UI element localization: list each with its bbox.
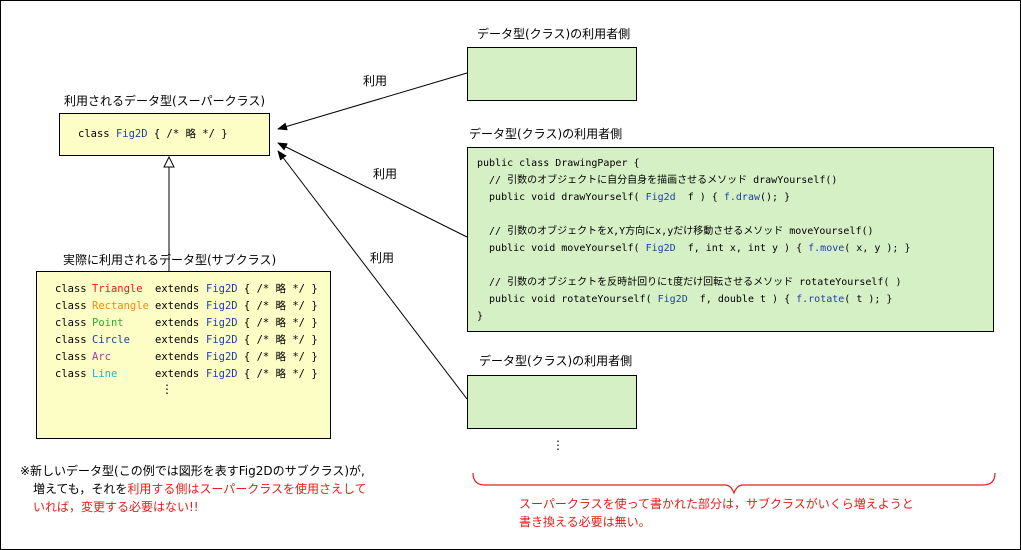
code-line: public void moveYourself( Fig2D f, int x…	[477, 243, 911, 254]
subclass-name: Triangle	[92, 283, 143, 295]
subclass-extends: extends	[155, 300, 200, 312]
brace-caption-line-1: スーパークラスを使って書かれた部分は，サブクラスがいくら増えようと	[519, 497, 914, 511]
subclass-name: Circle	[92, 334, 130, 346]
subclass-keyword: class	[55, 334, 87, 346]
code-highlight: Fig2d	[645, 192, 676, 203]
inheritance-arrowhead	[163, 155, 175, 168]
consumer-bottom-box	[467, 375, 637, 429]
subclass-parent: Fig2D	[206, 317, 238, 329]
superclass-code: class Fig2D { /* 略 */ }	[78, 126, 228, 143]
code-line: // 引数のオブジェクトに自分自身を描画させるメソッド drawYourself…	[477, 175, 838, 186]
subclass-name: Point	[92, 317, 124, 329]
subclass-parent: Fig2D	[206, 351, 238, 363]
subclass-parent: Fig2D	[206, 300, 238, 312]
subclass-body: { /* 略 */ }	[237, 334, 318, 346]
brace	[472, 472, 996, 495]
note-line-1: ※新しいデータ型(この例では図形を表すFig2Dのサブクラス)が,	[20, 464, 365, 478]
code-highlight: Fig2D	[657, 294, 688, 305]
consumer-top-title: データ型(クラス)の利用者側	[477, 27, 631, 41]
note-line-2: 増えても，それを利用する側はスーパークラスを使用さえして	[33, 482, 367, 496]
subclass-parent: Fig2D	[206, 368, 238, 380]
drawing-paper-box: public class DrawingPaper { // 引数のオブジェクト…	[467, 147, 994, 332]
subclass-keyword: class	[55, 368, 87, 380]
subclass-body: { /* 略 */ }	[237, 368, 318, 380]
use-arrow-top	[277, 72, 468, 131]
consumer-bottom-title: データ型(クラス)の利用者側	[479, 354, 633, 368]
note-line-2-black: 増えても，それを	[33, 482, 128, 496]
use-label-bottom: 利用	[370, 251, 395, 265]
note-line-3: いれば，変更する必要はない!!	[33, 500, 199, 514]
code-line: public void rotateYourself( Fig2D f, dou…	[477, 294, 893, 305]
code-line: public class DrawingPaper {	[477, 158, 640, 169]
code-highlight: Fig2D	[645, 243, 676, 254]
subclass-extends: extends	[155, 317, 200, 329]
code-line: // 引数のオブジェクトをX,Y方向にx,yだけ移動させるメソッド moveYo…	[477, 226, 874, 237]
subclass-name: Rectangle	[92, 300, 149, 312]
subclass-body: { /* 略 */ }	[237, 351, 318, 363]
subclasses-ellipsis: ⋮	[161, 382, 173, 396]
subclass-row: class Line extends Fig2D { /* 略 */ }	[55, 366, 318, 383]
subclass-name: Arc	[92, 351, 111, 363]
code-line	[477, 257, 911, 274]
superclass-keyword: class	[78, 128, 110, 140]
subclass-keyword: class	[55, 351, 87, 363]
code-line	[477, 206, 911, 223]
superclass-box: class Fig2D { /* 略 */ }	[59, 113, 270, 156]
subclass-extends: extends	[155, 334, 200, 346]
subclass-extends: extends	[155, 351, 200, 363]
subclass-body: { /* 略 */ }	[237, 283, 318, 295]
superclass-name: Fig2D	[115, 128, 148, 140]
note-line-2-red: 利用する側はスーパークラスを使用さえして	[127, 482, 367, 496]
code-line: public void drawYourself( Fig2d f ) { f.…	[477, 192, 791, 203]
subclasses-title: 実際に利用されるデータ型(サブクラス)	[63, 253, 277, 267]
use-label-top: 利用	[363, 74, 388, 88]
brace-caption-line-2: 書き換える必要は無い。	[519, 515, 651, 529]
subclass-body: { /* 略 */ }	[237, 300, 318, 312]
subclass-parent: Fig2D	[206, 283, 238, 295]
subclass-row: class Rectangle extends Fig2D { /* 略 */ }	[55, 298, 318, 315]
subclass-parent: Fig2D	[206, 334, 238, 346]
subclass-keyword: class	[55, 283, 87, 295]
subclass-row: class Triangle extends Fig2D { /* 略 */ }	[55, 281, 318, 298]
drawing-paper-code: public class DrawingPaper { // 引数のオブジェクト…	[477, 155, 911, 325]
use-label-middle: 利用	[373, 167, 398, 181]
superclass-body: { /* 略 */ }	[153, 128, 228, 140]
subclass-extends: extends	[155, 283, 200, 295]
consumer-top-box	[467, 47, 637, 101]
subclass-row: class Arc extends Fig2D { /* 略 */ }	[55, 349, 318, 366]
subclass-keyword: class	[55, 317, 87, 329]
code-highlight: f.draw	[723, 192, 760, 203]
code-line: }	[477, 311, 484, 322]
subclass-body: { /* 略 */ }	[237, 317, 318, 329]
subclass-extends: extends	[155, 368, 200, 380]
subclass-keyword: class	[55, 300, 87, 312]
code-highlight: f.move	[808, 243, 845, 254]
use-arrow-bottom	[277, 150, 468, 400]
superclass-title: 利用されるデータ型(スーパークラス)	[64, 94, 266, 108]
subclass-name: Line	[92, 368, 118, 380]
use-arrow-middle	[277, 142, 468, 238]
subclass-row: class Point extends Fig2D { /* 略 */ }	[55, 315, 318, 332]
code-line: // 引数のオブジェクトを反時計回りにt度だけ回転させるメソッド rotateY…	[477, 277, 902, 288]
subclass-row: class Circle extends Fig2D { /* 略 */ }	[55, 332, 318, 349]
consumers-ellipsis: ⋮	[552, 438, 564, 452]
consumer-middle-title: データ型(クラス)の利用者側	[469, 127, 623, 141]
code-highlight: f.rotate	[796, 294, 845, 305]
